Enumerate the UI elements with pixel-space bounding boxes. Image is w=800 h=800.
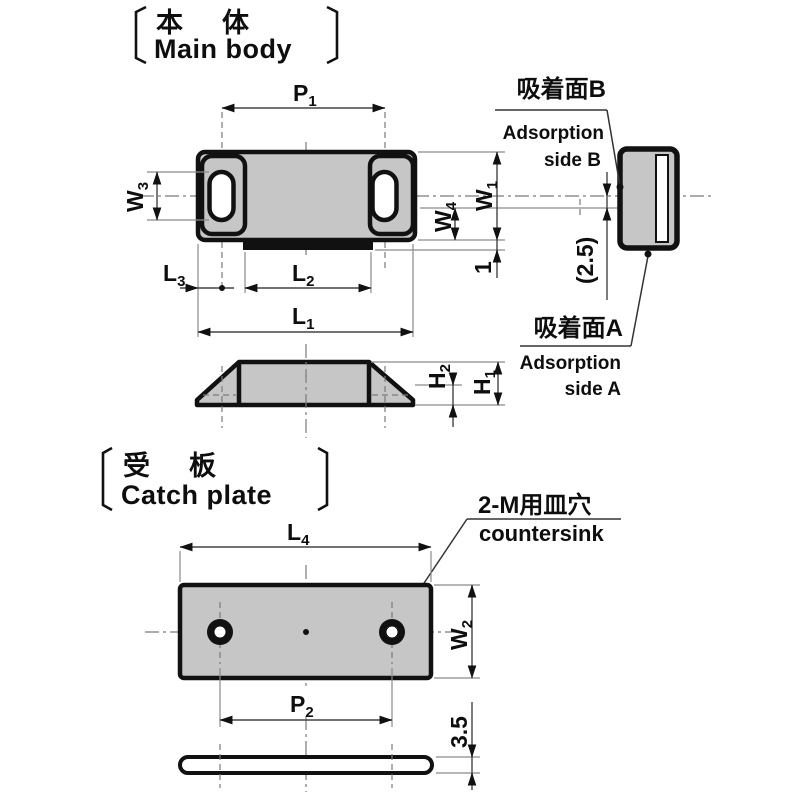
dim-label-l2: L2	[292, 260, 314, 290]
catch-plate-title: 受 板 Catch plate	[101, 446, 329, 512]
dim-label-h1: H1	[469, 370, 499, 395]
main-body-top-view	[195, 149, 418, 250]
dimension-p2: P2	[219, 668, 393, 727]
dim-label-l4: L4	[287, 519, 310, 549]
dim-label-w1: W1	[471, 181, 501, 211]
adsorption-a-jp: 吸着面A	[534, 314, 623, 342]
dim-label-l1: L1	[292, 303, 314, 333]
main-body-side-view	[194, 344, 416, 438]
catch-plate-section: 受 板 Catch plate 2-M用皿穴 countersink L4	[101, 446, 621, 792]
countersink-callout: 2-M用皿穴 countersink	[399, 491, 621, 618]
left-slot-hole	[207, 169, 236, 223]
adsorption-b-en2: side B	[544, 150, 601, 171]
main-body-section: 本 体 Main body P1	[122, 5, 712, 438]
right-ear	[367, 153, 416, 237]
dimension-w2: W2	[434, 584, 480, 679]
catch-plate-plan-view	[145, 565, 463, 792]
countersink-jp: 2-M用皿穴	[478, 491, 591, 519]
countersink-en: countersink	[479, 521, 604, 546]
catch-plate-title-en: Catch plate	[121, 480, 272, 510]
dimension-w1-w4-1: W4 W1 1	[375, 151, 620, 278]
adsorption-a-en1: Adsorption	[520, 353, 621, 374]
side-view-outline	[194, 359, 416, 408]
dimension-h2-h1: H2 H1	[371, 361, 505, 427]
dim-label-thickness: 3.5	[446, 716, 472, 748]
dim-label-p1: P1	[293, 80, 317, 110]
dim-label-strip-offset: 1	[470, 261, 496, 274]
dimension-l4: L4	[179, 519, 432, 582]
main-body-title: 本 体 Main body	[134, 5, 339, 65]
center-mark	[303, 629, 309, 635]
dimension-w3: W3	[122, 171, 209, 221]
plate-side-outline	[178, 755, 434, 775]
dim-label-magnet-offset: (2.5)	[572, 237, 598, 284]
adsorption-side-a-callout: 吸着面A Adsorption side A	[520, 250, 652, 400]
dim-label-l3: L3	[163, 260, 185, 290]
dimension-thickness: 3.5	[436, 702, 480, 790]
left-bracket	[101, 446, 113, 512]
dimension-p1: P1	[221, 80, 386, 113]
magnet-strip	[243, 238, 373, 250]
right-bracket	[317, 446, 329, 512]
dim-label-w4: W4	[430, 201, 460, 232]
dimension-l3-l2-l1: L3 L2 L1	[163, 244, 414, 337]
catch-plate-title-jp: 受 板	[123, 450, 222, 481]
left-ear	[199, 153, 248, 237]
main-body-title-jp: 本 体	[156, 8, 255, 38]
adsorption-side-b-callout: 吸着面B Adsorption side B	[495, 75, 624, 191]
adsorption-b-jp: 吸着面B	[517, 75, 606, 103]
adsorption-a-en2: side A	[565, 379, 622, 400]
right-slot-hole	[370, 169, 399, 223]
adsorption-b-en1: Adsorption	[503, 123, 604, 144]
adsorption-face-strip	[655, 154, 669, 243]
right-bracket	[326, 5, 339, 65]
main-body-title-en: Main body	[154, 34, 292, 64]
catch-plate-side-view	[178, 744, 434, 788]
dim-label-h2: H2	[424, 364, 454, 389]
dim-label-p2: P2	[290, 691, 314, 721]
dim-label-w2: W2	[446, 620, 476, 650]
left-bracket	[134, 5, 147, 65]
dim-label-w3: W3	[122, 182, 152, 212]
magnet-end-view: (2.5)	[572, 146, 680, 300]
